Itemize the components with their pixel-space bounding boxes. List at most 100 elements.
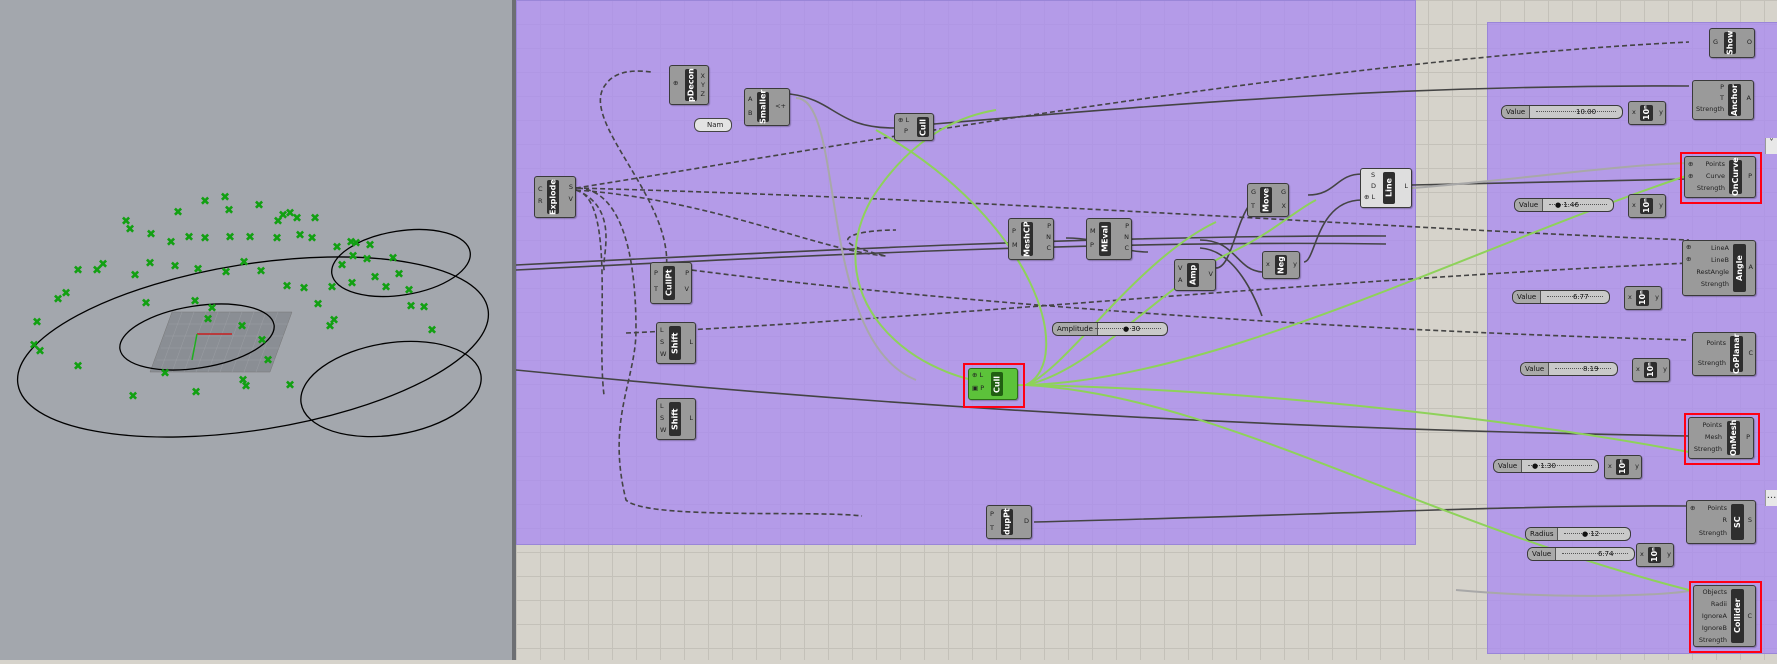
point-marker: ✖ [160, 366, 170, 380]
point-marker: ✖ [263, 353, 273, 367]
point-marker: ✖ [388, 251, 398, 265]
collapse-button[interactable]: ˅ [1765, 138, 1777, 154]
point-marker: ✖ [282, 279, 292, 293]
value-slider-4[interactable]: Value 8.19 [1520, 362, 1618, 376]
point-marker: ✖ [73, 359, 83, 373]
meshcp-title: MeshCP [1021, 221, 1033, 257]
point-marker: ✖ [381, 280, 391, 294]
line-title: Line [1383, 172, 1395, 204]
amplitude-slider[interactable]: Amplitude ● 30 [1052, 322, 1168, 336]
point-marker: ✖ [347, 276, 357, 290]
smaller-component[interactable]: A B Smaller <+ [744, 88, 790, 126]
point-marker: ✖ [332, 240, 342, 254]
point-marker: ✖ [98, 257, 108, 271]
value-slider-5[interactable]: Value ● 1.30 [1493, 459, 1599, 473]
pdecon-title: pDecon [685, 68, 697, 102]
point-marker: ✖ [221, 265, 231, 279]
move-component[interactable]: G T Move G X [1247, 183, 1289, 217]
point-marker: ✖ [220, 190, 230, 204]
point-marker: ✖ [29, 338, 39, 352]
neg-title: Neg [1275, 255, 1287, 275]
meval-component[interactable]: M P MEval P N C [1086, 218, 1132, 260]
value-slider-2[interactable]: Value ● 1.46 [1514, 198, 1614, 212]
onmesh-component[interactable]: Points Mesh Strength OnMesh P [1688, 417, 1754, 459]
neg-component[interactable]: x Neg y [1262, 251, 1300, 279]
point-marker: ✖ [32, 315, 42, 329]
point-marker: ✖ [128, 389, 138, 403]
cullpt-component[interactable]: P T CullPt P V [650, 262, 692, 304]
point-marker: ✖ [173, 205, 183, 219]
point-marker: ✖ [121, 214, 131, 228]
power-component-6[interactable]: x 10ⁿ y [1636, 543, 1674, 567]
point-marker: ✖ [346, 235, 356, 249]
amp-title: Amp [1187, 263, 1199, 287]
point-marker: ✖ [406, 299, 416, 313]
onmesh-highlight [1684, 413, 1760, 465]
collider-highlight [1689, 581, 1762, 653]
meshcp-component[interactable]: P M MeshCP P N C [1008, 218, 1054, 260]
point-marker: ✖ [146, 227, 156, 241]
point-marker: ✖ [329, 313, 339, 327]
power-component-3[interactable]: x 10ⁿ y [1624, 286, 1662, 310]
value-slider-1[interactable]: Value 10.00 [1501, 105, 1623, 119]
point-marker: ✖ [295, 228, 305, 242]
more-button[interactable]: ... [1765, 490, 1777, 506]
shift-component-2[interactable]: L S W Shift L [656, 398, 696, 440]
point-marker: ✖ [35, 344, 45, 358]
power-component-4[interactable]: x 10ⁿ y [1632, 358, 1670, 382]
power-component-5[interactable]: x 10ⁿ y [1604, 455, 1642, 479]
show-component[interactable]: G Show O [1709, 28, 1755, 58]
power-component-1[interactable]: x 10ⁿ y [1628, 101, 1666, 125]
coplanar-component[interactable]: Points Strength CoPlanar C [1692, 332, 1756, 376]
viewport-scene: ✖ ✖ ✖ ✖ ✖ ✖ ✖ ✖ ✖ ✖ ✖ ✖ ✖ ✖ ✖ ✖ ✖ ✖ ✖ ✖ ✖ ✖ ✖ ✖ ✖ ✖ ✖ ✖ ✖ ✖ ✖ ✖ ✖ ✖ ✖ ✖ ✖ ✖ ✖ ✖… [16, 190, 490, 438]
sc-component[interactable]: ⊕ Points R Strength SC S [1686, 500, 1756, 544]
shift-2-title: Shift [669, 402, 681, 436]
point-marker: ✖ [200, 231, 210, 245]
collider-component[interactable]: Objects Radii IgnoreA IgnoreB Strength C… [1693, 585, 1756, 647]
explode-component[interactable]: C R Explode S V [534, 176, 576, 218]
radius-slider[interactable]: Radius ● 12 [1525, 527, 1631, 541]
point-marker: ✖ [190, 294, 200, 308]
nam-panel[interactable]: Nam [694, 118, 732, 132]
point-marker: ✖ [61, 286, 71, 300]
point-marker: ✖ [92, 263, 102, 277]
duppt-component[interactable]: P T dupPt D [986, 505, 1032, 539]
show-title: Show [1724, 30, 1736, 56]
point-marker: ✖ [125, 222, 135, 236]
point-marker: ✖ [307, 231, 317, 245]
point-marker: ✖ [362, 252, 372, 266]
point-marker: ✖ [239, 255, 249, 269]
rhino-viewport[interactable]: ✖ ✖ ✖ ✖ ✖ ✖ ✖ ✖ ✖ ✖ ✖ ✖ ✖ ✖ ✖ ✖ ✖ ✖ ✖ ✖ ✖ ✖ ✖ ✖ ✖ ✖ ✖ ✖ ✖ ✖ ✖ ✖ ✖ ✖ ✖ ✖ ✖ ✖ ✖ ✖… [0, 0, 512, 660]
point-marker: ✖ [285, 206, 295, 220]
point-marker: ✖ [285, 378, 295, 392]
collider-title: Collider [1731, 589, 1744, 643]
amp-component[interactable]: V A Amp V [1174, 259, 1216, 291]
curve-small-ellipse [331, 228, 471, 298]
line-component[interactable]: S D ⊕ L Line L [1360, 168, 1412, 208]
point-marker: ✖ [272, 231, 282, 245]
value-slider-6[interactable]: Value 6.74 [1527, 547, 1635, 561]
point-marker: ✖ [348, 249, 358, 263]
amplitude-value: ● 30 [1123, 325, 1141, 333]
point-marker: ✖ [207, 301, 217, 315]
cull-top-component[interactable]: ⊕ L P Cull [894, 113, 934, 141]
viewport-splitter[interactable] [512, 0, 516, 660]
point-marker: ✖ [224, 203, 234, 217]
point-marker: ✖ [170, 259, 180, 273]
sc-title: SC [1731, 504, 1744, 540]
anchor-component[interactable]: P T Strength Anchor A [1692, 80, 1754, 120]
point-marker: ✖ [337, 258, 347, 272]
point-marker: ✖ [394, 267, 404, 281]
shift-component-1[interactable]: L S W Shift L [656, 322, 696, 364]
smaller-title: Smaller [757, 89, 769, 125]
oncurve-component[interactable]: ⊕ ⊕ Points Curve Strength OnCurve P [1684, 156, 1756, 198]
point-marker: ✖ [351, 236, 361, 250]
cull-green-component[interactable]: ⊕ L ▣ P Cull [968, 368, 1018, 400]
point-marker: ✖ [313, 297, 323, 311]
cull-green-title: Cull [991, 372, 1003, 396]
value-slider-3[interactable]: Value 6.77 [1512, 290, 1610, 304]
angle-component[interactable]: ⊕ ⊕ LineA LineB RestAngle Strength Angle… [1682, 240, 1756, 296]
power-component-2[interactable]: x 10ⁿ y [1628, 194, 1666, 218]
